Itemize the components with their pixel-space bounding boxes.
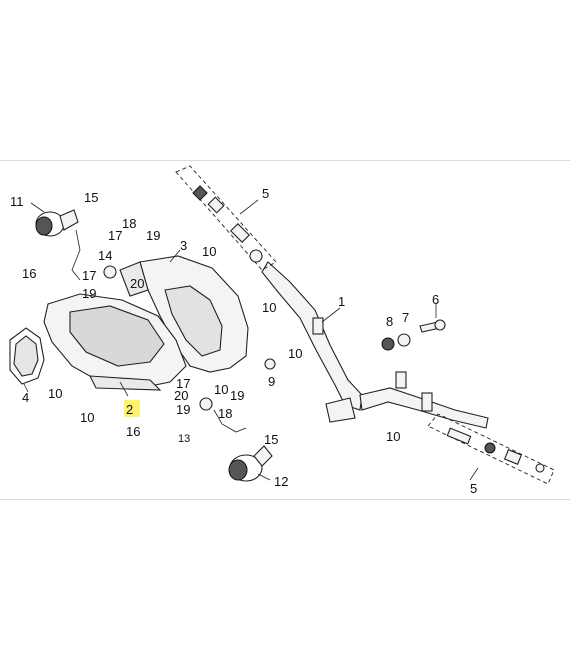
callout-19-a: 19 [146,228,160,243]
right-turn-signal-part [228,445,273,482]
callout-4: 4 [22,390,29,405]
signal-wire-right [213,409,247,433]
callout-7: 7 [402,310,409,325]
callout-18-a: 18 [122,216,136,231]
callout-10-b: 10 [262,300,276,315]
nut-8 [381,337,395,351]
callout-17-b: 17 [82,268,96,283]
callout-6: 6 [432,292,439,307]
callout-15-b: 15 [264,432,278,447]
leader-lines [23,199,479,481]
callout-19-b: 19 [82,286,96,301]
callout-16-b: 16 [126,424,140,439]
callout-2: 2 [126,402,133,417]
callout-12: 12 [274,474,288,489]
callout-5-lower: 5 [470,481,477,496]
washer-7 [397,333,411,347]
callout-5-upper: 5 [262,186,269,201]
callout-17-a: 17 [108,228,122,243]
handlebar-part [261,261,489,429]
callout-10-f: 10 [214,382,228,397]
callout-11: 11 [10,194,24,209]
callout-10-a: 10 [202,244,216,259]
lens-frame-part [9,327,45,385]
callout-20-a: 20 [130,276,144,291]
callout-20-b: 20 [174,388,188,403]
bolt-6 [419,319,446,333]
callout-3: 3 [180,238,187,253]
callout-10-d: 10 [48,386,62,401]
highlight-marker [124,400,140,417]
shaft-kit-lower [427,413,555,485]
callout-1: 1 [338,294,345,309]
diagram-frame [0,160,570,500]
callout-15-a: 15 [84,190,98,205]
screw-9 [264,358,276,370]
callout-16-a: 16 [22,266,36,281]
shaft-kit-upper [175,165,277,271]
front-cover-part [43,293,187,391]
callout-19-c: 19 [176,402,190,417]
left-turn-signal-part [35,209,81,281]
bracket-14 [103,265,117,279]
callout-17-c: 17 [176,376,190,391]
callout-10-c: 10 [288,346,302,361]
callout-8: 8 [386,314,393,329]
callout-19-d: 19 [230,388,244,403]
callout-14: 14 [98,248,112,263]
callout-9: 9 [268,374,275,389]
bracket-18 [199,397,213,411]
callout-10-e: 10 [80,410,94,425]
headlight-housing-part [119,255,249,373]
callout-labels: 1 2 3 4 5 5 6 7 8 9 10 10 10 10 10 10 10… [10,186,477,496]
callout-10-g: 10 [386,429,400,444]
callout-13: 13 [178,433,190,445]
callout-18-b: 18 [218,406,232,421]
